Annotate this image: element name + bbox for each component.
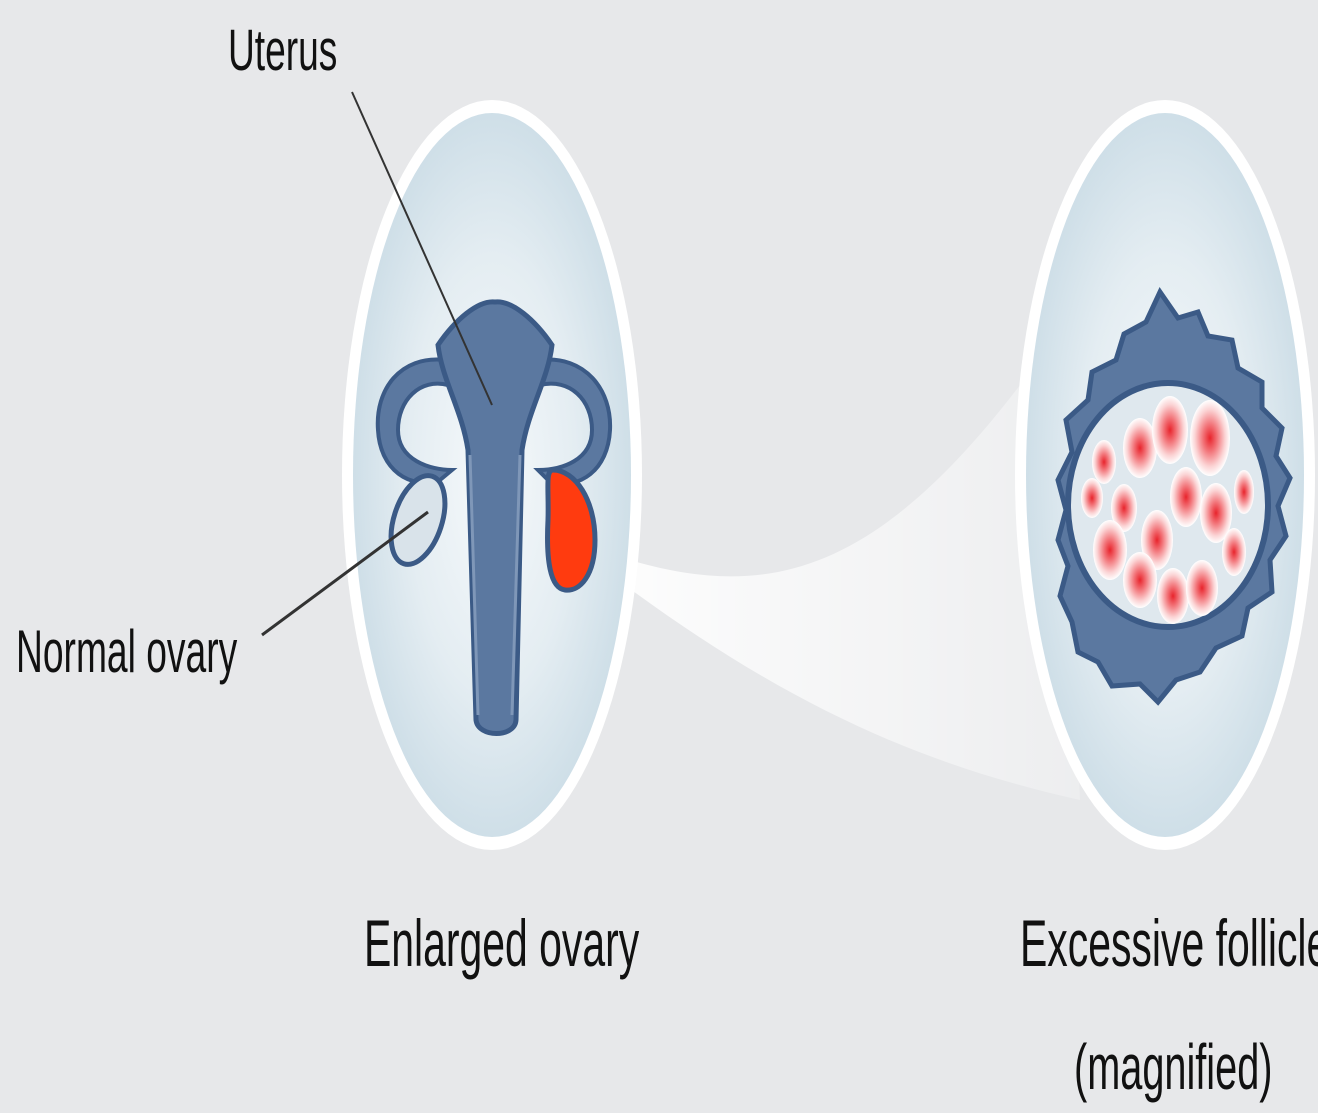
enlarged-ovary-label: Enlarged ovary xyxy=(364,910,639,976)
uterus-label: Uterus xyxy=(228,22,337,80)
normal-ovary-label: Normal ovary xyxy=(16,622,237,682)
magnified-label: (magnified) xyxy=(1074,1035,1272,1099)
excessive-follicles-label: Excessive follicles xyxy=(1020,910,1318,976)
magnification-beam xyxy=(585,330,1080,800)
